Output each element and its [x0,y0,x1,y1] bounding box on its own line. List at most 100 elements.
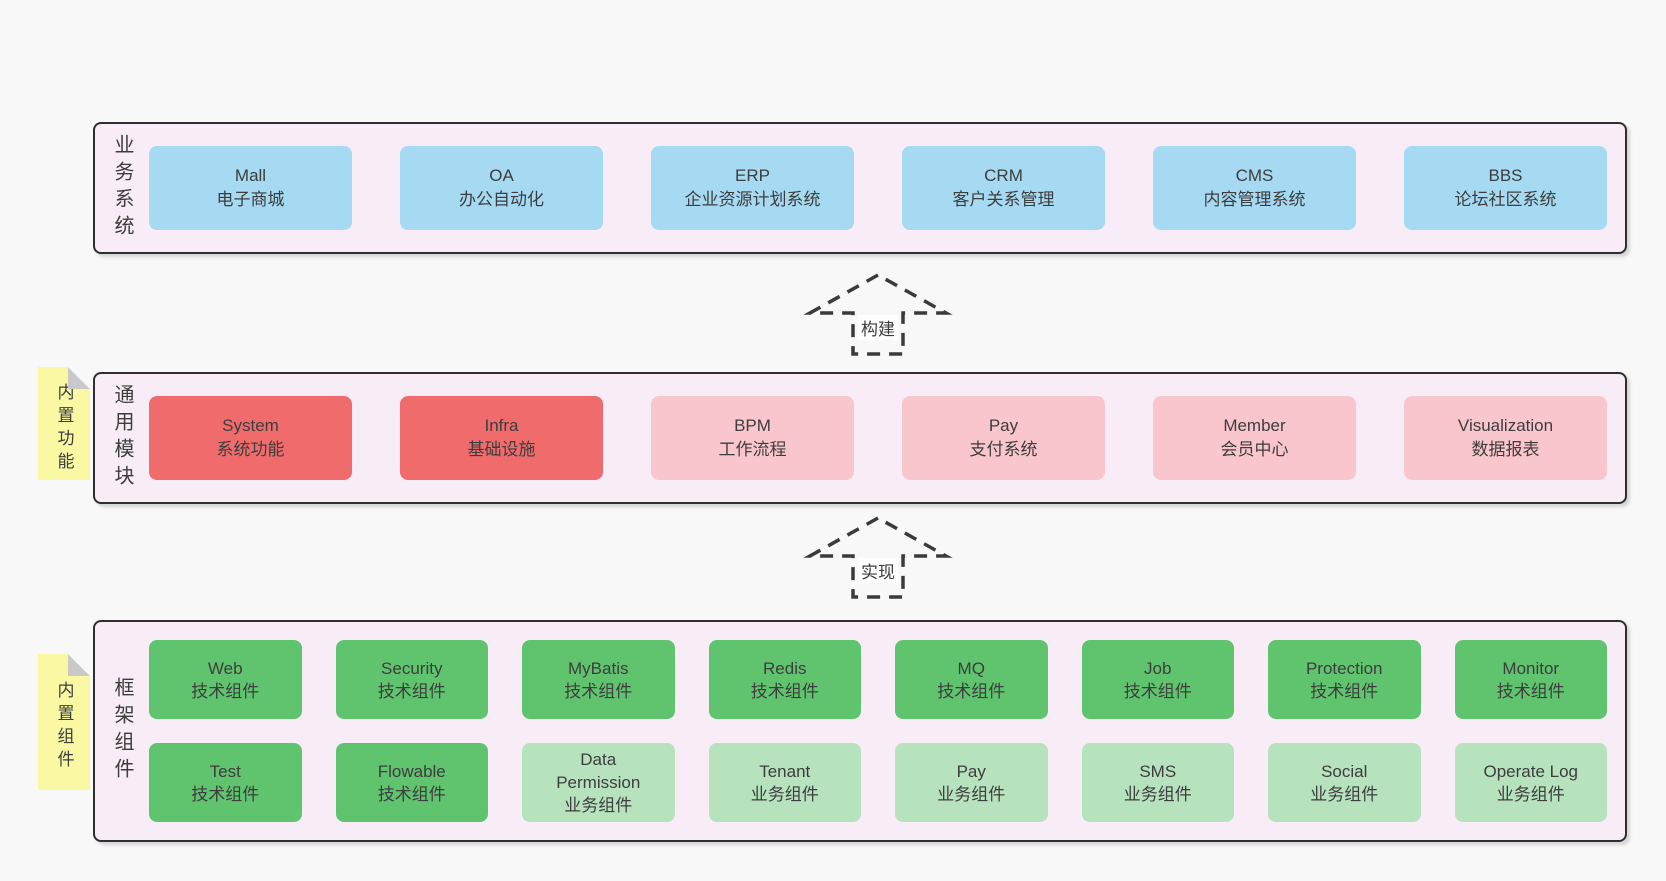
box-name: Job [1144,658,1172,678]
box-name: System [222,416,279,435]
box-data-permission: Data Permission 业务组件 [522,743,675,822]
up-block-arrow-icon [803,272,953,356]
box-desc: 办公自动化 [459,190,544,209]
band-framework-components: 框架组件 Web 技术组件 Security 技术组件 MyBatis 技术组件… [93,620,1627,842]
box-name: Test [209,761,241,781]
box-desc: 业务组件 [1310,784,1379,804]
box-name: Security [381,658,443,678]
box-pay-component: Pay 业务组件 [895,743,1048,822]
band-label-framework-components: 框架组件 [95,622,149,840]
box-infra: Infra 基础设施 [400,396,603,480]
box-name: Redis [763,658,807,678]
box-name: Pay [956,761,986,781]
box-desc: 技术组件 [1496,681,1565,701]
box-sms: SMS 业务组件 [1081,743,1234,822]
box-name: Protection [1305,658,1383,678]
box-desc: 业务组件 [750,784,819,804]
box-security: Security 技术组件 [335,640,488,719]
box-name: BPM [734,416,771,435]
box-desc: 论坛社区系统 [1454,190,1557,209]
box-name: Infra [484,416,519,435]
box-bpm: BPM 工作流程 [651,396,854,480]
component-row-1: Web 技术组件 Security 技术组件 MyBatis 技术组件 Redi… [149,640,1607,719]
box-flowable: Flowable 技术组件 [335,743,488,822]
box-oa: OA 办公自动化 [400,146,603,230]
box-protection: Protection 技术组件 [1268,640,1421,719]
box-name: Web [207,658,243,678]
box-erp: ERP 企业资源计划系统 [651,146,854,230]
box-desc: 电子商城 [216,190,285,209]
box-job: Job 技术组件 [1081,640,1234,719]
box-test: Test 技术组件 [149,743,302,822]
sticky-note-text: 内置功能 [54,382,74,475]
component-row-2: Test 技术组件 Flowable 技术组件 Data Permission … [149,743,1607,822]
box-name: OA [489,166,514,185]
box-mall: Mall 电子商城 [149,146,352,230]
band-label-text: 通用模块 [111,384,133,492]
box-desc: 客户关系管理 [952,190,1055,209]
box-desc: 技术组件 [191,784,260,804]
box-name: Monitor [1502,658,1560,678]
arrow-label: 构建 [858,315,898,340]
build-arrow: 构建 [803,272,953,357]
box-desc: 技术组件 [1310,681,1379,701]
box-member: Member 会员中心 [1153,396,1356,480]
band-label-text: 业务系统 [111,134,133,242]
box-cms: CMS 内容管理系统 [1153,146,1356,230]
box-desc: 系统功能 [216,440,285,459]
box-redis: Redis 技术组件 [708,640,861,719]
box-system: System 系统功能 [149,396,352,480]
band-label-common-modules: 通用模块 [95,374,149,502]
box-name: Visualization [1457,416,1554,435]
box-desc: 业务组件 [937,784,1006,804]
band-label-text: 框架组件 [111,677,133,785]
band-content: Mall 电子商城 OA 办公自动化 ERP 企业资源计划系统 CRM 客户关系… [149,124,1625,252]
box-desc: 工作流程 [718,440,787,459]
band-common-modules: 通用模块 System 系统功能 Infra 基础设施 BPM 工作流程 Pay… [93,372,1627,504]
box-desc: 技术组件 [564,681,633,701]
box-desc: 会员中心 [1220,440,1289,459]
box-desc: 支付系统 [969,440,1038,459]
box-desc: 技术组件 [377,681,446,701]
arrow-label: 实现 [858,558,898,583]
band-content: System 系统功能 Infra 基础设施 BPM 工作流程 Pay 支付系统… [149,374,1625,502]
box-desc: 技术组件 [937,681,1006,701]
box-name: Social [1321,761,1368,781]
box-name: Pay [988,416,1019,435]
band-label-business-systems: 业务系统 [95,124,149,252]
box-name: ERP [735,166,770,185]
box-name: CRM [984,166,1023,185]
box-name: Operate Log [1483,761,1578,781]
band-content: Web 技术组件 Security 技术组件 MyBatis 技术组件 Redi… [149,622,1625,840]
box-desc: 基础设施 [467,440,536,459]
box-name: Member [1223,416,1286,435]
box-desc: 业务组件 [1123,784,1192,804]
box-name: Data Permission [556,750,641,792]
implement-arrow: 实现 [803,515,953,600]
box-name: Mall [234,166,267,185]
box-tenant: Tenant 业务组件 [708,743,861,822]
box-bbs: BBS 论坛社区系统 [1404,146,1607,230]
box-name: SMS [1139,761,1177,781]
box-desc: 技术组件 [1123,681,1192,701]
up-block-arrow-icon [803,515,953,599]
box-name: Flowable [377,761,446,781]
box-name: MyBatis [568,658,629,678]
box-desc: 企业资源计划系统 [684,190,821,209]
box-desc: 技术组件 [191,681,260,701]
sticky-note-text: 内置组件 [54,681,74,773]
band-business-systems: 业务系统 Mall 电子商城 OA 办公自动化 ERP 企业资源计划系统 CRM… [93,122,1627,254]
box-desc: 业务组件 [1496,784,1565,804]
box-mq: MQ 技术组件 [895,640,1048,719]
box-pay-system: Pay 支付系统 [902,396,1105,480]
box-social: Social 业务组件 [1268,743,1421,822]
box-name: CMS [1235,166,1274,185]
box-desc: 业务组件 [564,796,633,815]
sticky-note-builtin-components: 内置组件 [38,654,90,790]
box-name: Tenant [759,761,811,781]
box-visualization: Visualization 数据报表 [1404,396,1607,480]
box-desc: 技术组件 [750,681,819,701]
box-desc: 内容管理系统 [1203,190,1306,209]
box-crm: CRM 客户关系管理 [902,146,1105,230]
